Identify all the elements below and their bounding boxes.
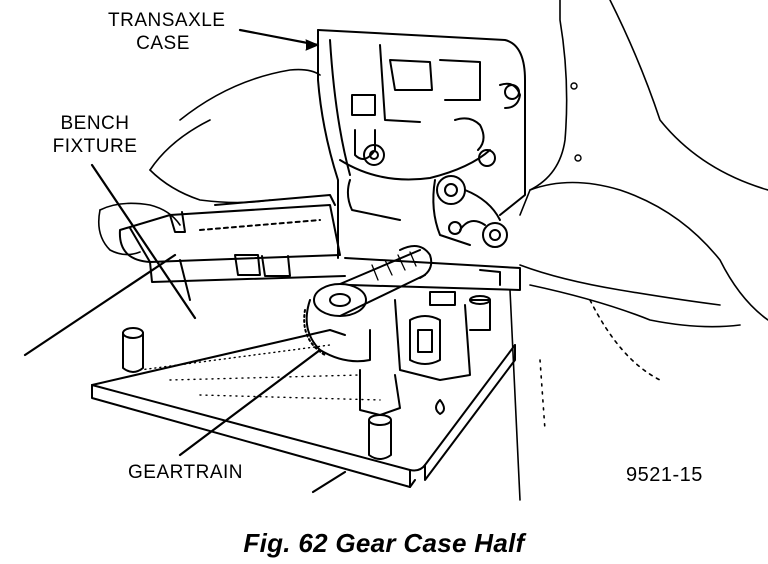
transaxle-case	[317, 29, 526, 259]
bench-fixture-label-line1: BENCH	[60, 113, 130, 134]
transaxle-case-label: TRANSAXLE CASE	[108, 9, 226, 55]
linkage	[432, 175, 508, 248]
locating-pin-left	[122, 327, 144, 373]
bench-fixture-label: BENCH FIXTURE	[50, 112, 140, 158]
transaxle-arrowhead	[305, 39, 319, 51]
transaxle-case-label-line1: TRANSAXLE	[108, 10, 226, 31]
figure-code: 9521-15	[626, 464, 703, 486]
bench-base-plate	[91, 329, 516, 488]
locating-pin-front	[368, 414, 392, 460]
geartrain-label: GEARTRAIN	[128, 462, 244, 483]
transaxle-case-label-line2: CASE	[136, 33, 190, 54]
leader-lines	[23, 28, 347, 494]
bench-fixture	[118, 194, 521, 301]
right-hand-sleeve	[509, 0, 768, 501]
figure-caption: Fig. 62 Gear Case Half	[243, 528, 525, 558]
bench-fixture-label-line2: FIXTURE	[52, 136, 138, 157]
sleeve-buttons	[570, 82, 582, 162]
